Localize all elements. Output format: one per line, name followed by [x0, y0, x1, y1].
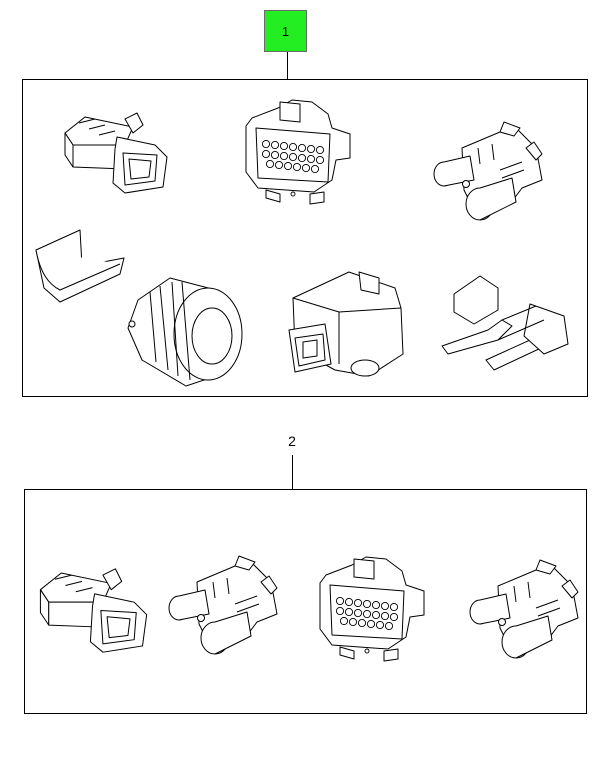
bayonet-ring-icon — [120, 272, 252, 392]
kit-2-frame — [24, 489, 587, 714]
leader-line-2 — [292, 455, 293, 489]
connector-twin-barrel-icon — [430, 118, 555, 228]
connector-twin-barrel-icon — [466, 556, 591, 666]
kit-1-frame — [22, 79, 588, 397]
connector-24way-icon — [240, 98, 370, 213]
callout-2[interactable]: 2 — [288, 433, 296, 449]
connector-twin-barrel-icon — [165, 552, 290, 662]
connector-with-terminal-icon — [283, 268, 423, 388]
connector-2way-housing-icon — [30, 560, 155, 660]
seal-strip-icon — [34, 228, 126, 304]
callout-1[interactable]: 1 — [264, 10, 307, 52]
leader-line-1 — [287, 52, 288, 79]
connector-2way-housing-icon — [55, 105, 175, 200]
terminal-clips-icon — [440, 270, 580, 378]
connector-24way-icon — [314, 555, 444, 670]
